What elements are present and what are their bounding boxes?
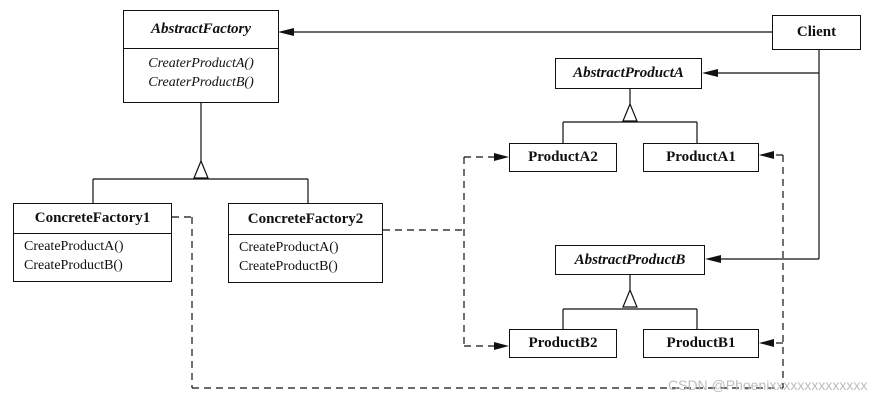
operations-list: CreateProductA() CreateProductB() [229,234,382,276]
operation: CreaterProductA() [148,56,254,71]
class-product-b1: ProductB1 [643,329,759,358]
operations-list: CreaterProductA() CreaterProductB() [124,48,278,92]
class-name: AbstractProductB [574,251,686,268]
association-client-abstract-factory [278,28,772,36]
operations-list: CreateProductA() CreateProductB() [14,233,171,275]
class-name: AbstractProductA [573,65,684,81]
dependency-factory1-products [172,154,784,389]
class-abstract-factory: AbstractFactory CreaterProductA() Create… [123,10,279,103]
dependency-arrowhead-product-b2 [494,342,509,350]
inheritance-products-a [562,89,698,143]
class-name: ProductA1 [666,149,736,165]
class-name: ProductA2 [528,149,598,165]
class-name: ConcreteFactory1 [34,210,151,226]
class-product-b2: ProductB2 [509,329,617,358]
class-concrete-factory-1: ConcreteFactory1 CreateProductA() Create… [13,203,172,282]
class-name: AbstractFactory [151,21,251,37]
class-client: Client [772,15,861,50]
operation: CreaterProductB() [148,75,254,90]
association-client-abstract-product-b [705,255,819,263]
class-product-a1: ProductA1 [643,143,759,172]
class-abstract-product-b: AbstractProductB [555,245,705,275]
class-name: ProductB2 [528,335,598,351]
dependency-factory2-products [383,156,494,347]
class-name: Client [796,24,837,40]
class-concrete-factory-2: ConcreteFactory2 CreateProductA() Create… [228,203,383,283]
inheritance-factories [92,103,309,203]
operation: CreateProductB() [239,259,338,274]
class-name: ProductB1 [666,335,736,351]
class-product-a2: ProductA2 [509,143,617,172]
dependency-arrowhead-product-a1 [759,151,774,159]
class-name: ConcreteFactory2 [247,210,364,227]
operation: CreateProductB() [24,258,123,273]
watermark-text: CSDN @Phoenixxxxxxxxxxxxxx [668,377,868,393]
operation: CreateProductA() [239,240,339,255]
inheritance-products-b [562,275,698,329]
association-client-abstract-product-a [702,69,819,77]
class-abstract-product-a: AbstractProductA [555,58,702,89]
dependency-arrowhead-product-b1 [759,339,774,347]
dependency-arrowhead-product-a2 [494,153,509,161]
operation: CreateProductA() [24,239,124,254]
